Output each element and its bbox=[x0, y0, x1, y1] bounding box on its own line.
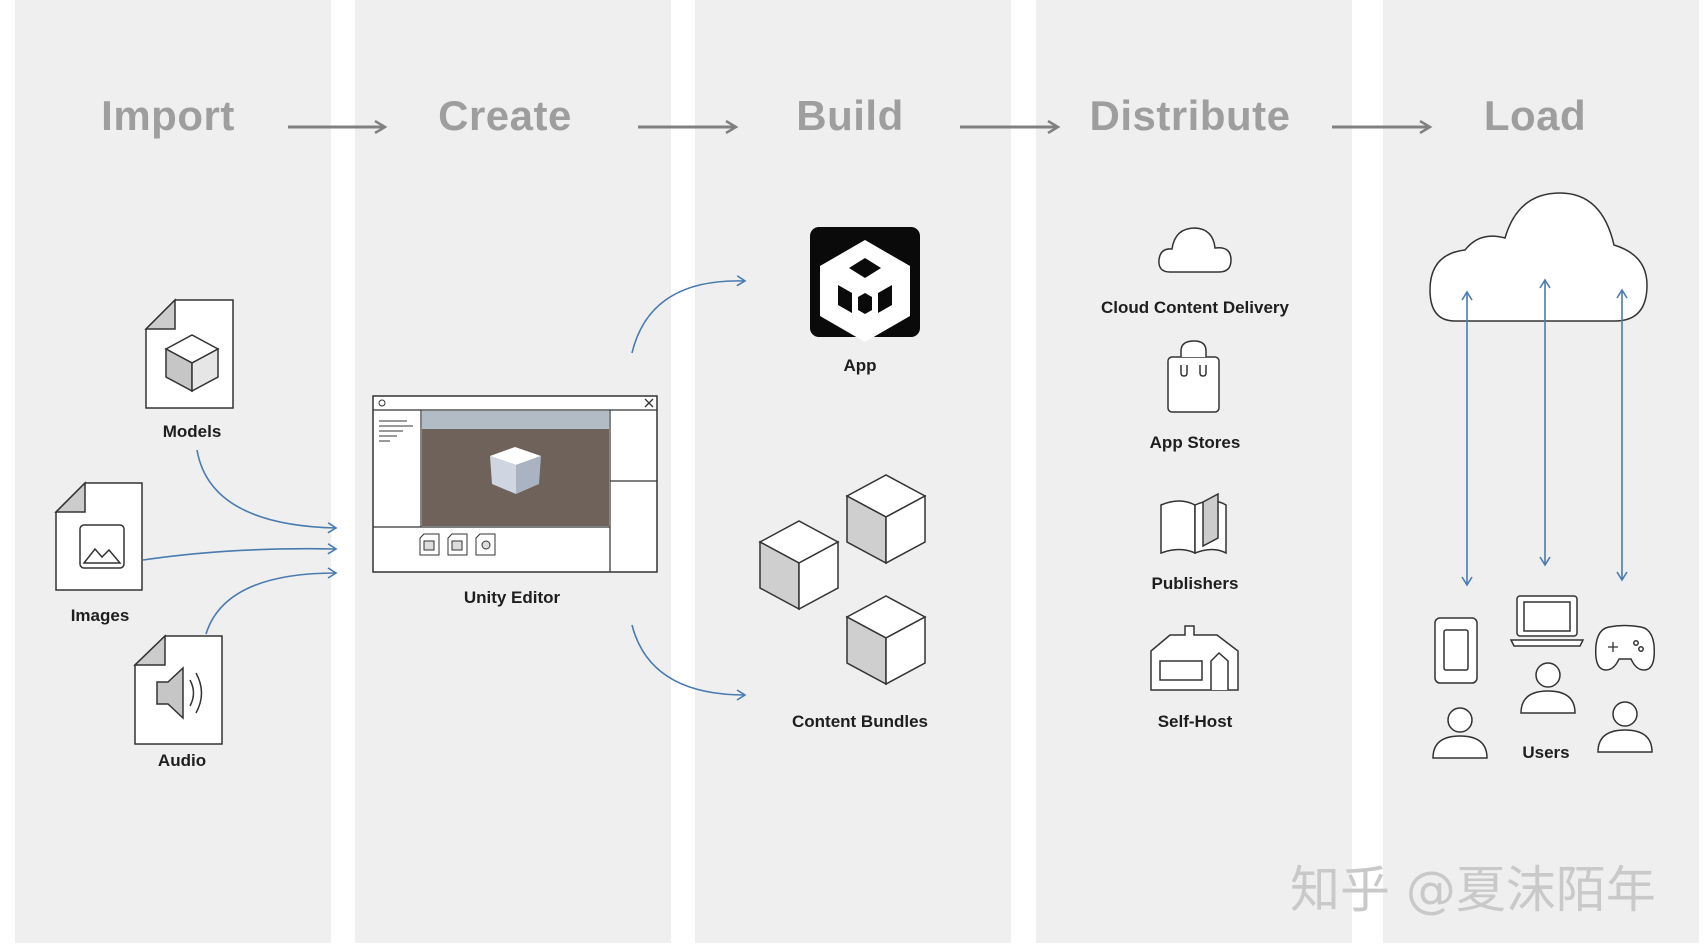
stage-build-title: Build bbox=[796, 92, 904, 139]
gamepad-icon bbox=[1594, 624, 1656, 671]
self-host-label: Self-Host bbox=[1157, 712, 1233, 731]
models-label: Models bbox=[162, 422, 222, 441]
unity-editor-window bbox=[372, 395, 658, 573]
cloud-small-icon bbox=[1158, 227, 1232, 273]
app-label: App bbox=[843, 356, 877, 375]
images-file-icon bbox=[54, 481, 143, 591]
arrow-audio-editor bbox=[205, 567, 338, 635]
app-stores-label: App Stores bbox=[1149, 433, 1241, 452]
import-column bbox=[15, 0, 331, 943]
load-arrows bbox=[1461, 278, 1628, 587]
window-menu-icon bbox=[378, 399, 386, 407]
unity-editor-label: Unity Editor bbox=[463, 588, 561, 607]
laptop-icon bbox=[1509, 595, 1585, 647]
audio-file-icon bbox=[133, 634, 223, 745]
arrow-images-editor bbox=[142, 543, 338, 561]
stage-distribute-title: Distribute bbox=[1089, 92, 1291, 139]
stage-create-title: Create bbox=[438, 92, 572, 139]
audio-label: Audio bbox=[157, 751, 207, 770]
distribute-column bbox=[1036, 0, 1352, 943]
publishers-label: Publishers bbox=[1151, 574, 1239, 593]
cube-icon bbox=[845, 474, 927, 565]
arrow-editor-app bbox=[631, 275, 747, 354]
build-column bbox=[695, 0, 1011, 943]
user-icon bbox=[1432, 707, 1488, 759]
content-bundle-cubes bbox=[758, 474, 927, 686]
cube-icon bbox=[845, 595, 927, 686]
arrow-editor-bundles bbox=[631, 624, 747, 701]
import-flow-arrows bbox=[142, 449, 338, 635]
models-file-icon bbox=[144, 298, 234, 409]
user-icon bbox=[1597, 701, 1653, 753]
close-icon bbox=[644, 398, 654, 408]
images-label: Images bbox=[70, 606, 130, 625]
unity-app-icon bbox=[810, 227, 920, 342]
asset-thumbnails bbox=[419, 533, 496, 556]
house-icon bbox=[1150, 625, 1239, 691]
build-flow-arrows bbox=[631, 275, 747, 701]
book-icon bbox=[1160, 492, 1227, 555]
stage-load-title: Load bbox=[1483, 92, 1587, 139]
users-label: Users bbox=[1522, 743, 1570, 762]
content-bundles-label: Content Bundles bbox=[792, 712, 928, 731]
cloud-large-icon bbox=[1429, 192, 1648, 322]
user-icon bbox=[1520, 662, 1576, 714]
arrow-models-editor bbox=[196, 449, 338, 534]
cube-icon bbox=[758, 520, 840, 611]
shopping-bag-icon bbox=[1167, 340, 1220, 413]
cloud-content-delivery-label: Cloud Content Delivery bbox=[1101, 298, 1289, 317]
phone-icon bbox=[1434, 617, 1478, 684]
watermark: 知乎 @夏沫陌年 bbox=[1290, 861, 1656, 919]
stage-import-title: Import bbox=[101, 92, 235, 139]
